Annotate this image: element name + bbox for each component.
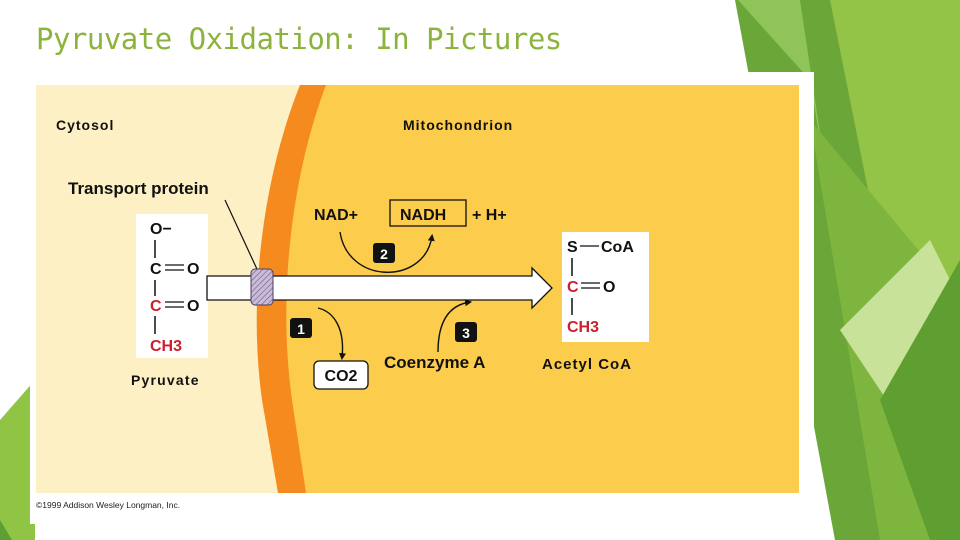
co2-release-arrow: [317, 307, 347, 361]
co2-label: CO2: [325, 368, 358, 385]
coenzyme-a-arrow: [437, 299, 473, 353]
step-1-badge: [290, 318, 312, 338]
acetyl-atom-coa: CoA: [601, 239, 634, 256]
step-2-number: 2: [380, 246, 388, 262]
co2-box: [313, 360, 369, 390]
acetyl-atom-s: S: [567, 239, 578, 256]
acetyl-atom-c: C: [567, 279, 579, 296]
nadh-box: [389, 199, 467, 227]
step-3-badge: [455, 322, 477, 342]
step-1-number: 1: [297, 321, 305, 337]
h-plus-label: + H+: [472, 207, 507, 224]
coenzyme-a-label: Coenzyme A: [384, 353, 485, 372]
acetyl-atom-ch3: CH3: [567, 319, 599, 336]
nadh-label: NADH: [400, 207, 446, 224]
step-2-badge: [373, 243, 395, 263]
cytosol-label: Cytosol: [56, 117, 114, 133]
acetyl-coa-label: Acetyl CoA: [542, 356, 632, 373]
acetyl-coa-structure: S CoA C O CH3: [562, 232, 649, 342]
pyruvate-atom-o-minus: O−: [150, 221, 172, 238]
transport-protein: [250, 268, 274, 306]
nad-plus-label: NAD+: [314, 207, 358, 224]
pyruvate-structure: O− C O C O CH3: [136, 214, 208, 358]
mitochondrion-label: Mitochondrion: [403, 117, 513, 133]
pyruvate-atom-o2: O: [187, 298, 199, 315]
step-3-number: 3: [462, 325, 470, 341]
pyruvate-label: Pyruvate: [131, 372, 200, 388]
pyruvate-atom-o1: O: [187, 261, 199, 278]
transport-protein-label: Transport protein: [68, 179, 209, 198]
pyruvate-atom-c2: C: [150, 298, 162, 315]
nad-reduction-arrow: [339, 231, 435, 273]
slide-title: Pyruvate Oxidation: In Pictures: [36, 22, 562, 56]
pyruvate-atom-ch3: CH3: [150, 338, 182, 355]
acetyl-atom-o: O: [603, 279, 615, 296]
pyruvate-atom-c1: C: [150, 261, 162, 278]
transport-protein-pointer: [224, 199, 263, 281]
copyright-notice: ©1999 Addison Wesley Longman, Inc.: [36, 500, 181, 510]
